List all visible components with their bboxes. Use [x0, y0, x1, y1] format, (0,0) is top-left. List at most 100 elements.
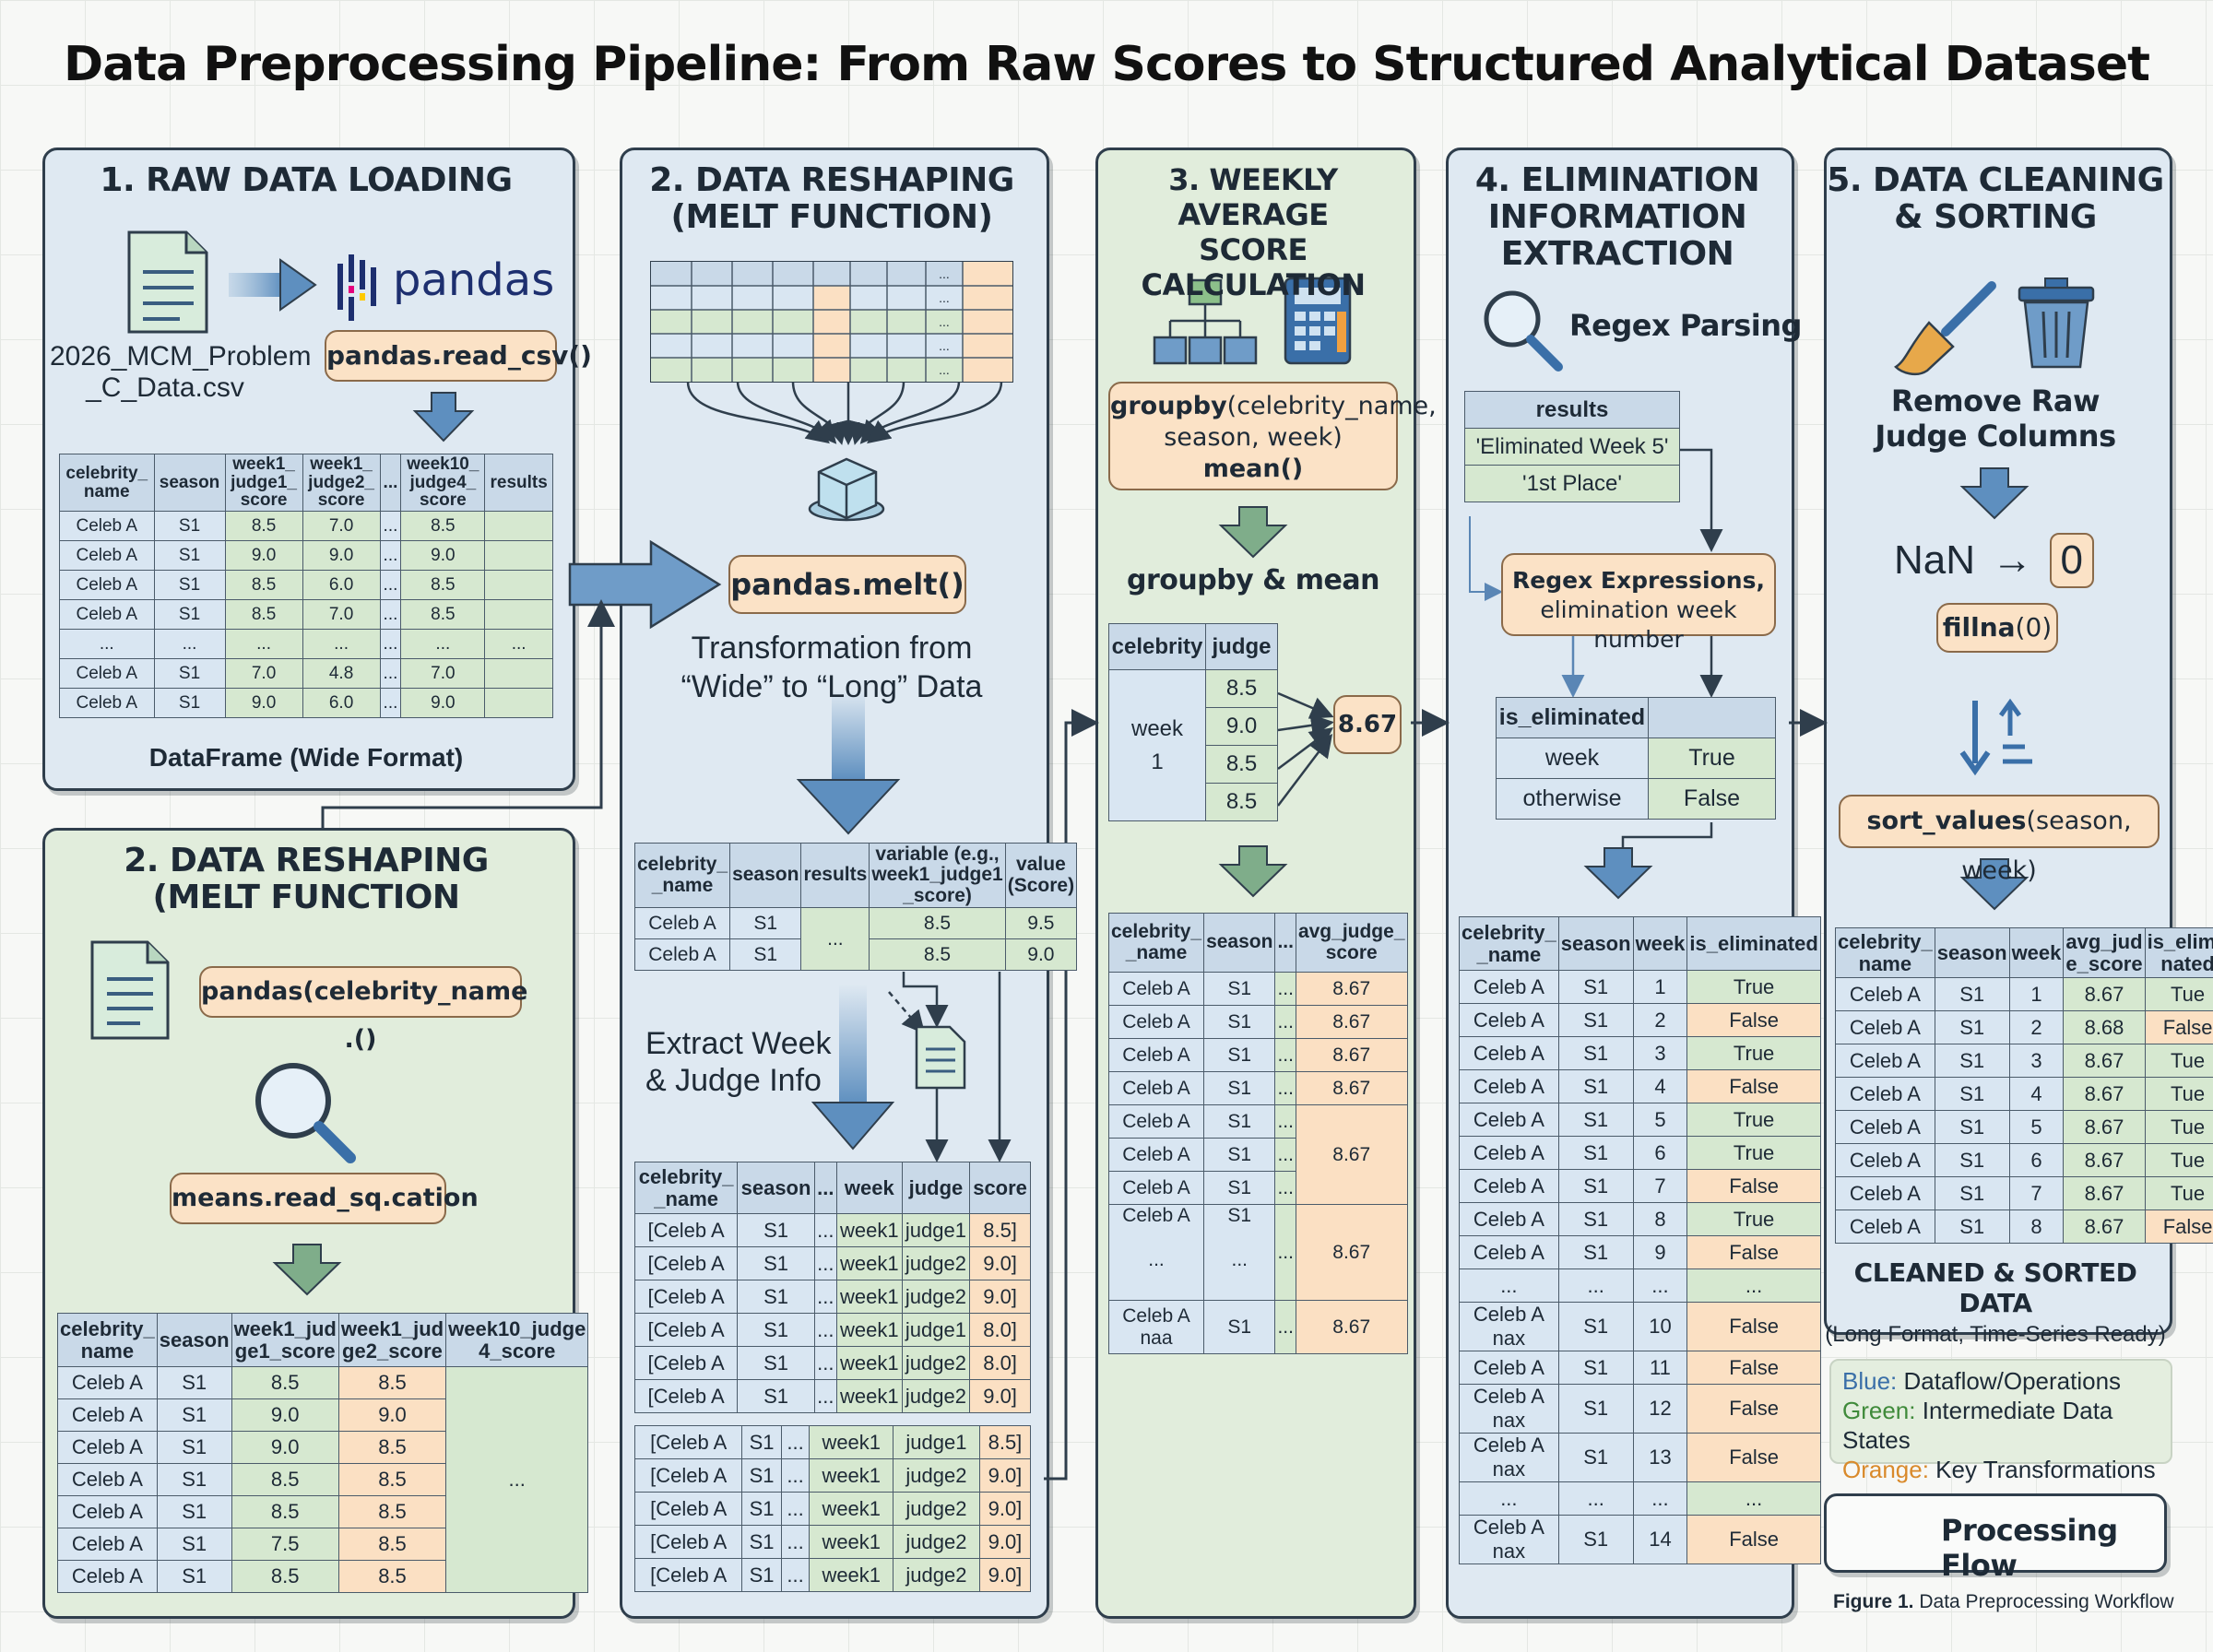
table-cell: ... — [780, 1425, 811, 1459]
table-cell: 8.0] — [969, 1313, 1031, 1347]
table-cell: Celeb A — [1835, 1077, 1935, 1111]
column-header: season — [1203, 913, 1276, 973]
table-cell: ... — [484, 629, 553, 659]
table-cell: ... — [1274, 1104, 1296, 1139]
table-cell: 1 — [1632, 970, 1688, 1004]
table-cell: S1 — [741, 1525, 782, 1559]
table-cell: judge2 — [901, 1379, 971, 1413]
table-cell: S1 — [737, 1280, 815, 1314]
table-cell: S1 — [1557, 1036, 1634, 1070]
table-cell: week1 — [809, 1558, 894, 1592]
table-cell: False — [1686, 1235, 1821, 1269]
table-cell: S1 — [1934, 1044, 2010, 1078]
function-label: means.read_sq.cation — [170, 1173, 479, 1224]
table-cell: 8.0] — [969, 1346, 1031, 1380]
panel-heading-line: 5. DATA CLEANING — [1827, 161, 2164, 199]
column-header: week10_judge4_score — [400, 454, 486, 512]
table-cell: Celeb A — [59, 570, 155, 600]
table-cell: 7.0 — [400, 658, 486, 689]
extract-arrows — [811, 972, 1012, 1162]
group-mini-table: celebrity judge week 1 8.5 9.0 8.5 8.5 — [1108, 623, 1278, 821]
table-cell: S1 — [1934, 1176, 2010, 1210]
connector-line — [321, 599, 615, 828]
table-cell — [484, 599, 553, 630]
table-cell: S1 — [1934, 977, 2010, 1011]
arrow-to-melt-icon — [568, 539, 722, 630]
table-cell: [Celeb A — [633, 1425, 743, 1459]
column-header: avg_judge_score — [1295, 913, 1408, 973]
table-cell: 7.0 — [224, 658, 303, 689]
table-cell: Celeb A — [1835, 977, 1935, 1011]
column-header: season — [737, 1162, 815, 1214]
arrow-file-to-pandas-icon — [229, 258, 317, 312]
table-cell: ... — [780, 1558, 811, 1592]
table-cell: ... — [379, 629, 402, 659]
table-cell: S1 — [1934, 1143, 2010, 1177]
table-cell: ... — [379, 658, 402, 689]
table-cell: [Celeb A — [633, 1525, 743, 1559]
table-cell: judge2 — [893, 1558, 980, 1592]
arrow-down-icon — [1218, 845, 1288, 898]
table-cell: S1 — [741, 1492, 782, 1526]
hierarchy-icon — [1153, 278, 1258, 365]
melt-cube-icon — [808, 457, 885, 522]
column-header: judge — [901, 1162, 971, 1214]
table-cell: S1 — [1557, 1003, 1634, 1037]
table-cell: S1 — [1203, 1104, 1276, 1139]
elimination-rule-table: is_eliminated week True otherwise False — [1496, 697, 1776, 820]
table-cell: 12 — [1632, 1384, 1688, 1434]
connector-line — [1621, 822, 1713, 856]
table-cell: S1 — [1557, 1136, 1634, 1170]
table-cell: S1 — [156, 1463, 232, 1496]
table-cell: S1 — [156, 1431, 232, 1464]
table-cell: week1 — [835, 1246, 903, 1280]
table-cell: 8.5 — [231, 1366, 339, 1399]
table-cell: 8.5 — [224, 570, 303, 600]
column-header: celebrity__name — [1107, 913, 1205, 973]
groupby-label: groupby & mean — [1126, 564, 1380, 596]
table-cell: Celeb A — [1459, 1003, 1559, 1037]
table-cell: ... — [379, 511, 402, 541]
table-cell: 10 — [1632, 1302, 1688, 1351]
fillna-function: fillna(0) — [1936, 603, 2058, 653]
table-cell: S1 — [1557, 1103, 1634, 1137]
table-cell: ... — [780, 1525, 811, 1559]
table-cell: 9.0] — [969, 1379, 1031, 1413]
table-cell: S1 — [153, 688, 226, 718]
table-cell: judge1 — [893, 1425, 980, 1459]
table-cell: week1 — [809, 1525, 894, 1559]
remove-line: Remove Raw — [1890, 384, 2101, 419]
table-cell: S1 — [1557, 970, 1634, 1004]
column-header: celebrity__name — [633, 843, 731, 908]
panel-heading-line: SCORE CALCULATION — [1141, 232, 1367, 302]
broom-icon — [1894, 281, 1996, 376]
fillna-keyword: fillna — [1942, 612, 2016, 643]
results-table: results 'Eliminated Week 5' '1st Place' — [1464, 391, 1680, 502]
table-row: ............ — [1459, 1481, 1821, 1516]
table-cell: Celeb A — [1107, 1005, 1205, 1039]
remove-line: Judge Columns — [1875, 419, 2116, 454]
table-cell: judge2 — [901, 1280, 971, 1314]
score-cell: 8.5 — [1205, 783, 1278, 821]
table-cell — [484, 511, 553, 541]
rule-condition: week — [1496, 738, 1649, 779]
column-header: week1_judge1_score — [224, 454, 303, 512]
table-cell: S1 — [1557, 1202, 1634, 1236]
table-cell: S1 — [1203, 1138, 1276, 1172]
table-cell: week1 — [835, 1346, 903, 1380]
